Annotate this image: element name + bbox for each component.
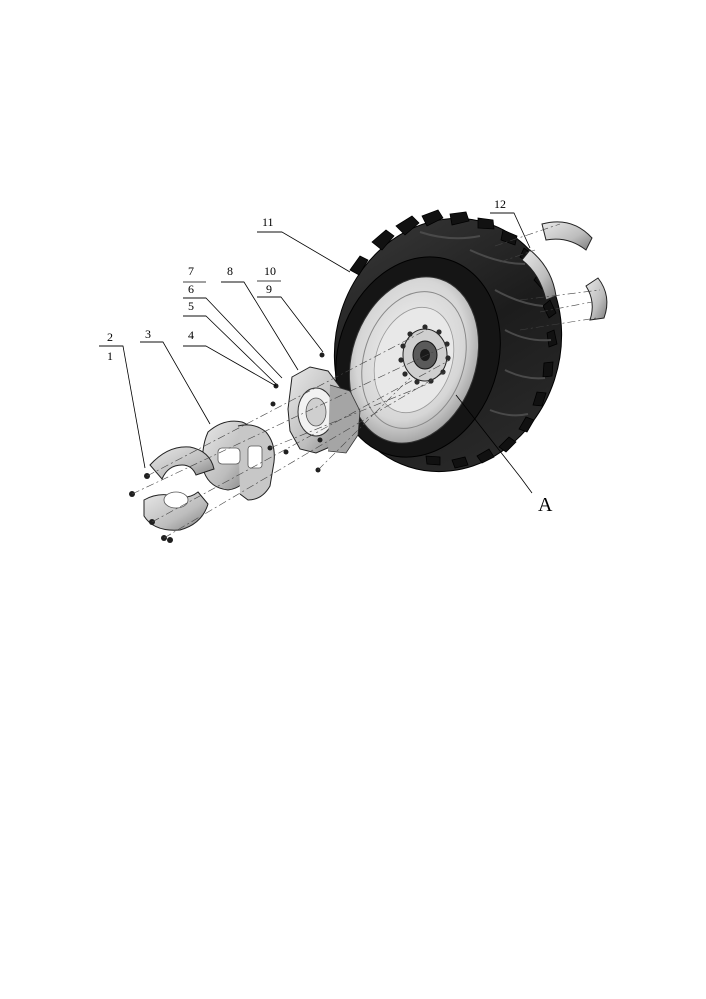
callout-2: 2 xyxy=(107,330,113,344)
callout-1: 1 xyxy=(107,349,113,363)
callout-5: 5 xyxy=(188,299,194,313)
hub-bolts xyxy=(398,324,451,385)
callout-11: 11 xyxy=(262,215,274,229)
hub xyxy=(398,324,451,385)
tread-grooves xyxy=(419,231,552,417)
callout-8: 8 xyxy=(227,264,233,278)
callout-7: 7 xyxy=(188,264,194,278)
view-marker-a: A xyxy=(538,494,553,516)
callout-9: 9 xyxy=(266,282,272,296)
callout-10: 10 xyxy=(264,264,276,278)
weight-plates xyxy=(202,420,275,501)
counterweight-segments xyxy=(521,221,608,321)
outer-half-weights xyxy=(143,446,215,531)
callout-underlines xyxy=(99,212,514,347)
callout-6: 6 xyxy=(188,282,194,296)
callout-3: 3 xyxy=(145,327,151,341)
assembly-lines xyxy=(131,223,601,539)
callout-4: 4 xyxy=(188,328,194,342)
callout-12: 12 xyxy=(494,197,506,211)
